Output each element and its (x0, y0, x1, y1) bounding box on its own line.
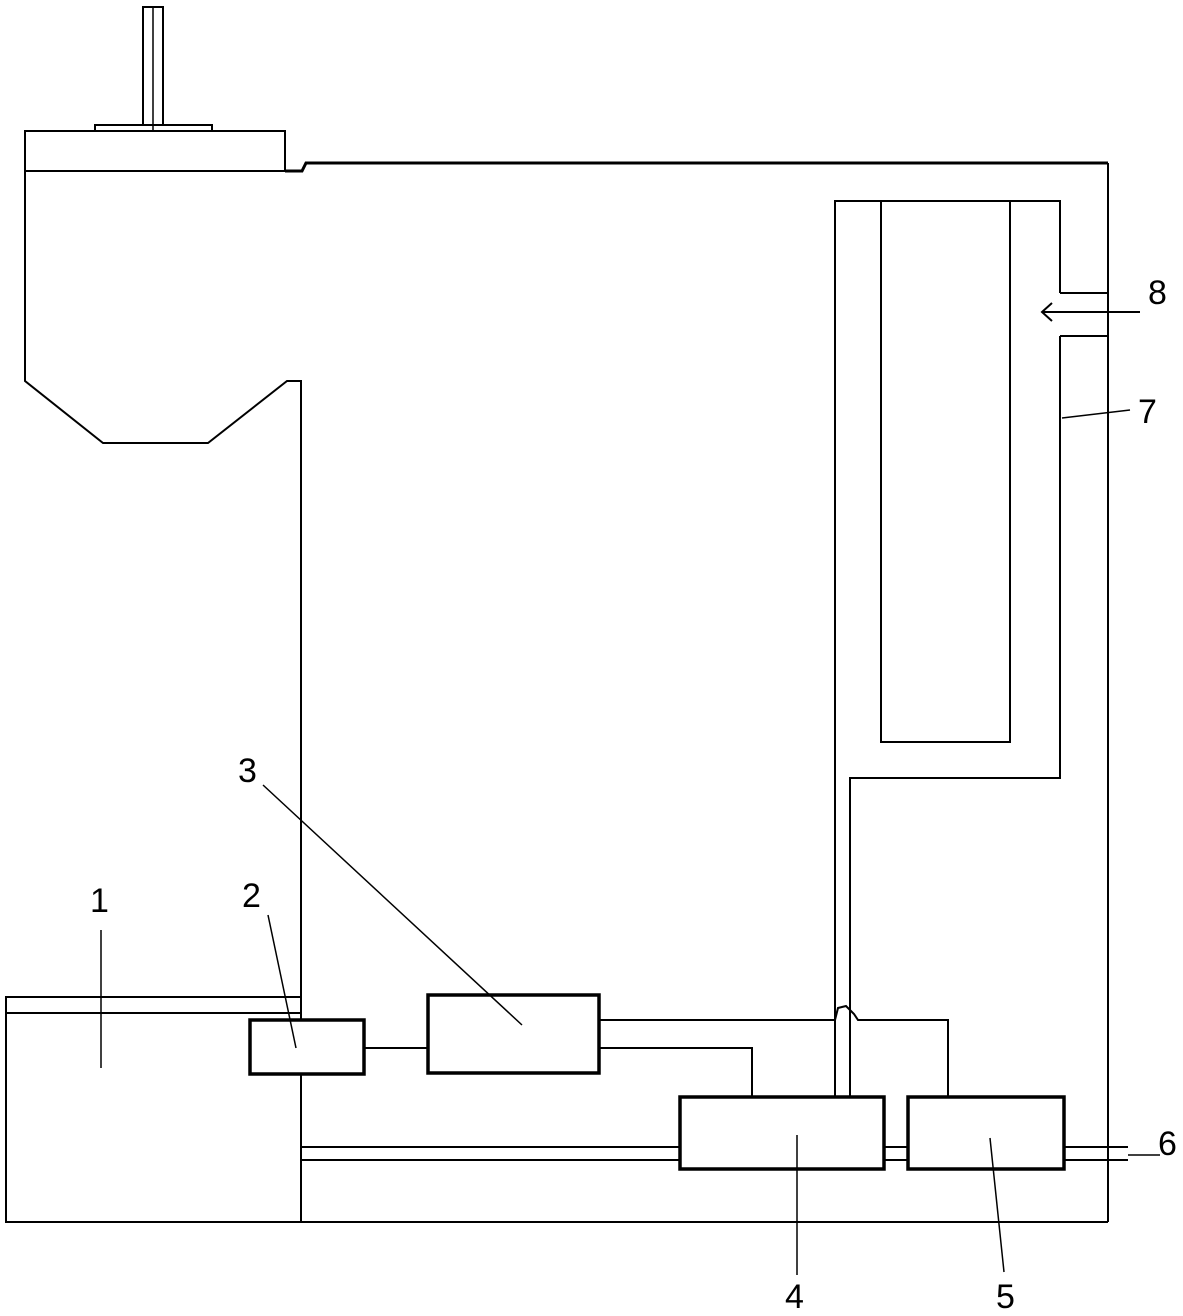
inlet-arrow (1040, 302, 1140, 322)
label-4: 4 (785, 1278, 804, 1316)
connecting-pipes (301, 1004, 1128, 1161)
label-2: 2 (242, 877, 261, 915)
label-1: 1 (90, 882, 109, 920)
label-7: 7 (1138, 393, 1157, 431)
part-7-inner-chamber (880, 200, 1011, 743)
label-6: 6 (1158, 1125, 1177, 1163)
top-shaft (94, 6, 213, 132)
leader-lines (100, 409, 1160, 1275)
label-3: 3 (238, 752, 257, 790)
head-plate (24, 130, 286, 172)
part-2-box (248, 1018, 366, 1076)
part-4-box (678, 1095, 886, 1171)
label-8: 8 (1148, 274, 1167, 312)
label-5: 5 (996, 1278, 1015, 1316)
part-3-box (426, 993, 601, 1075)
part-5-box (906, 1095, 1066, 1171)
